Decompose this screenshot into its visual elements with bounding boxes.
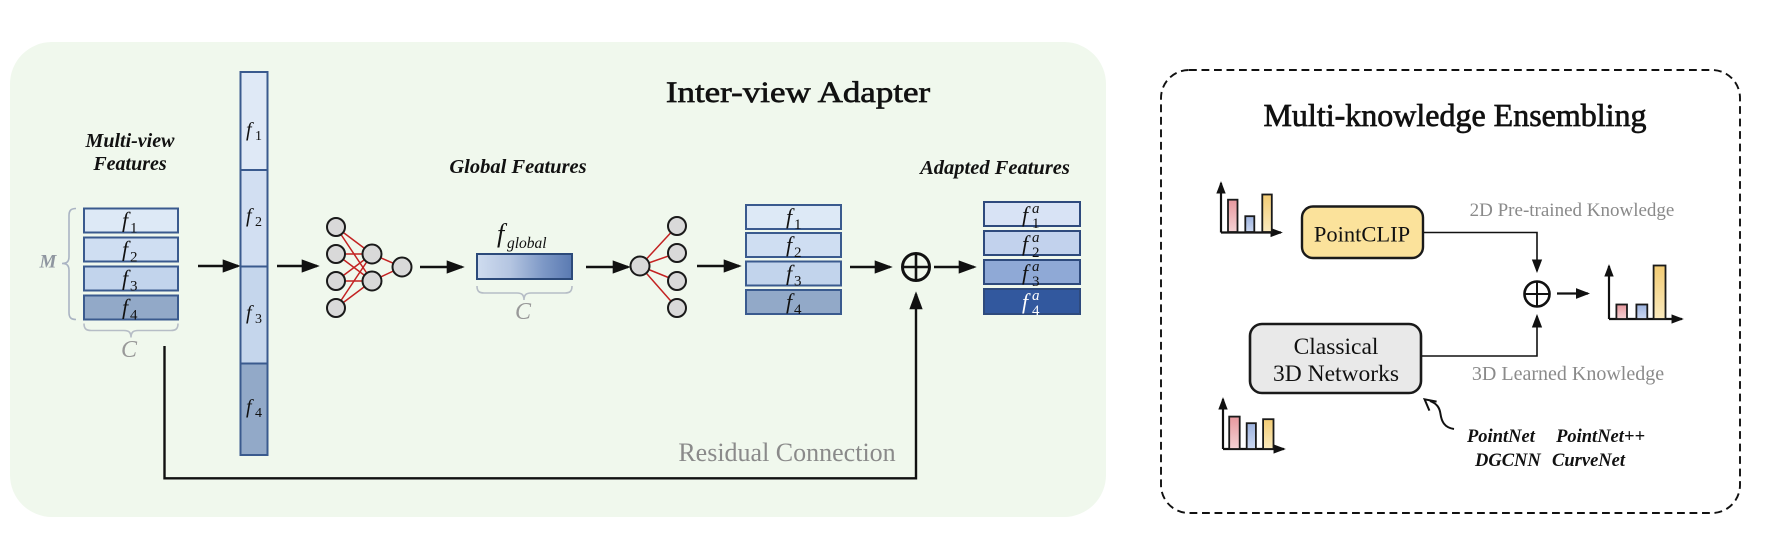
svg-text:f2: f2 bbox=[246, 205, 262, 230]
svg-text:C: C bbox=[515, 299, 532, 325]
svg-text:Adapted Features: Adapted Features bbox=[918, 157, 1070, 179]
svg-text:f2: f2 bbox=[786, 232, 802, 261]
svg-text:3D Learned Knowledge: 3D Learned Knowledge bbox=[1472, 363, 1664, 385]
svg-text:Global Features: Global Features bbox=[449, 156, 586, 178]
svg-text:f1: f1 bbox=[122, 208, 138, 237]
svg-text:f1: f1 bbox=[786, 204, 802, 233]
svg-text:Features: Features bbox=[92, 153, 167, 175]
svg-text:f4: f4 bbox=[122, 295, 138, 324]
svg-text:fa2: fa2 bbox=[1022, 230, 1040, 261]
svg-text:PointCLIP: PointCLIP bbox=[1314, 222, 1410, 247]
svg-text:M: M bbox=[39, 252, 58, 273]
svg-text:Classical: Classical bbox=[1294, 334, 1379, 360]
svg-text:2D Pre-trained Knowledge: 2D Pre-trained Knowledge bbox=[1470, 200, 1675, 221]
svg-text:f3: f3 bbox=[122, 266, 138, 295]
svg-text:fa4: fa4 bbox=[1022, 288, 1040, 319]
svg-text:Multi-knowledge Ensembling: Multi-knowledge Ensembling bbox=[1263, 97, 1646, 133]
svg-text:fa3: fa3 bbox=[1022, 259, 1040, 290]
svg-text:f2: f2 bbox=[122, 237, 138, 266]
svg-text:3D Networks: 3D Networks bbox=[1273, 361, 1399, 387]
svg-text:Multi-view: Multi-view bbox=[85, 130, 176, 152]
svg-text:f3: f3 bbox=[786, 261, 802, 290]
svg-text:f3: f3 bbox=[246, 302, 262, 327]
svg-text:Residual Connection: Residual Connection bbox=[678, 438, 895, 467]
svg-text:f4: f4 bbox=[786, 289, 802, 318]
svg-text:fa1: fa1 bbox=[1022, 201, 1040, 232]
svg-text:f4: f4 bbox=[246, 396, 262, 421]
svg-text:C: C bbox=[121, 337, 138, 363]
svg-text:f1: f1 bbox=[246, 119, 262, 144]
svg-text:Inter-view Adapter: Inter-view Adapter bbox=[666, 76, 931, 109]
